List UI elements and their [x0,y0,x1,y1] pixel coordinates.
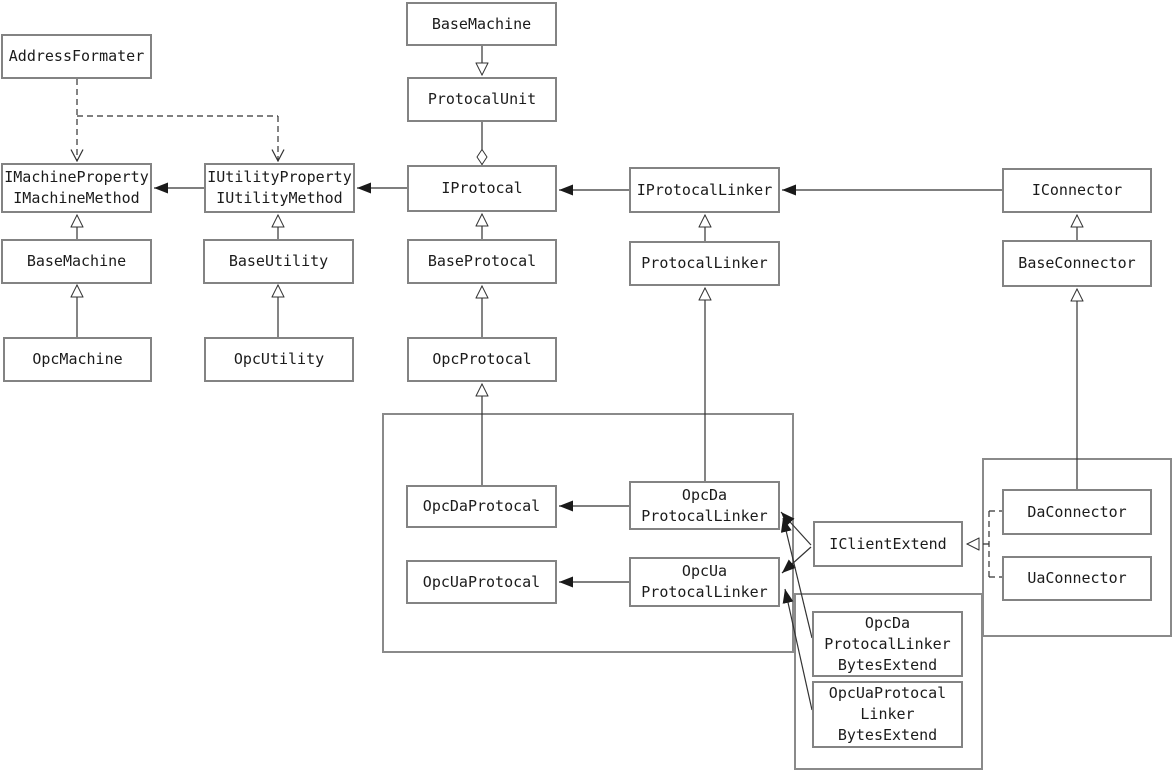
class-box-iconnector: IConnector [1002,168,1152,213]
class-box-opc-protocal: OpcProtocal [407,337,557,382]
class-box-da-connector: DaConnector [1002,489,1152,535]
class-box-protocal-linker: ProtocalLinker [629,241,780,286]
class-box-iprotocal: IProtocal [407,165,557,212]
class-box-opc-ua-protocal: OpcUaProtocal [406,560,557,604]
class-box-iclient-extend: IClientExtend [813,521,963,567]
class-box-opc-da-protocal: OpcDaProtocal [406,485,557,528]
class-box-opc-machine: OpcMachine [3,337,152,382]
class-box-iutility-interface: IUtilityProperty IUtilityMethod [204,163,355,213]
class-box-ua-connector: UaConnector [1002,556,1152,601]
class-box-base-machine-left: BaseMachine [1,239,152,284]
class-box-base-protocal: BaseProtocal [407,239,557,284]
class-box-base-connector: BaseConnector [1002,240,1152,287]
class-box-base-utility: BaseUtility [203,239,354,284]
class-box-base-machine-top: BaseMachine [406,2,557,46]
class-box-iprotocal-linker: IProtocalLinker [629,167,780,213]
class-box-protocal-unit: ProtocalUnit [407,77,557,122]
class-box-opc-da-protocal-linker-bytes-extend: OpcDa ProtocalLinker BytesExtend [812,611,963,677]
class-box-opc-ua-protocal-linker: OpcUa ProtocalLinker [629,557,780,607]
group-box-connectors [982,458,1172,637]
group-box-opc-protocal-linker [382,413,794,653]
class-box-opc-ua-protocal-linker-bytes-extend: OpcUaProtocal Linker BytesExtend [812,681,963,748]
class-box-opc-utility: OpcUtility [204,337,354,382]
class-box-imachine-interface: IMachineProperty IMachineMethod [1,163,152,213]
class-box-opc-da-protocal-linker: OpcDa ProtocalLinker [629,481,780,530]
class-box-address-formater: AddressFormater [1,34,152,79]
